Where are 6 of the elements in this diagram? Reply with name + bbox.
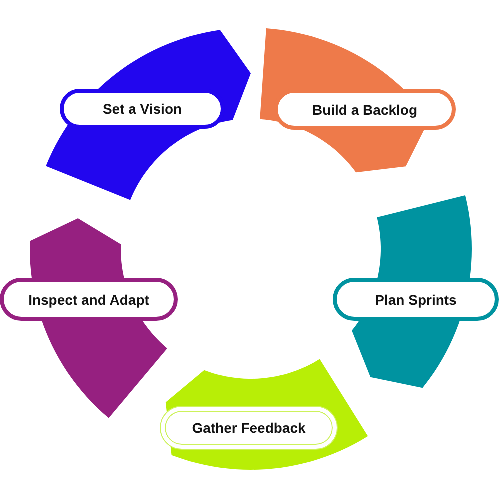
step-label: Gather Feedback <box>192 420 306 436</box>
step-label: Inspect and Adapt <box>28 292 150 308</box>
step-pill <box>161 407 337 449</box>
step-label: Set a Vision <box>102 101 182 117</box>
step-label: Build a Backlog <box>312 102 418 118</box>
step-label: Plan Sprints <box>375 292 457 308</box>
